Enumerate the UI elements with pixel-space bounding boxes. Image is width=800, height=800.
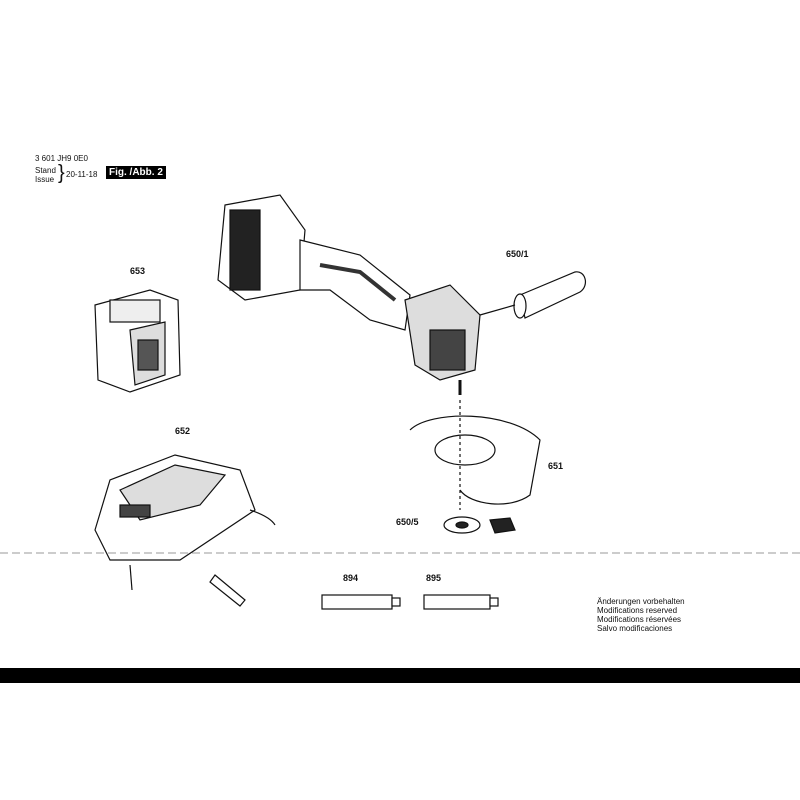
notice-fr: Modifications réservées	[597, 615, 682, 624]
issue-label: Issue	[35, 175, 55, 184]
figure-label: Fig. /Abb. 2	[106, 166, 166, 179]
notice-de: Änderungen vorbehalten	[597, 597, 685, 606]
label-650-1: 650/1	[506, 249, 529, 259]
issue-date: 20-11-18	[66, 170, 98, 179]
guard-651-drawing	[409, 400, 541, 510]
part-894-drawing	[321, 594, 401, 610]
charger-652-drawing	[94, 454, 276, 561]
notice-en: Modifications reserved	[597, 606, 678, 615]
bottom-black-bar	[0, 668, 800, 683]
brace: }	[58, 162, 65, 184]
battery-653-drawing	[94, 289, 181, 393]
label-652: 652	[175, 426, 191, 436]
label-651: 651	[548, 461, 564, 471]
label-650-5: 650/5	[396, 517, 419, 527]
angle-grinder-drawing	[217, 194, 481, 395]
part-number: 3 601 JH9 0E0	[35, 154, 88, 163]
side-handle-650-1-drawing	[479, 271, 587, 319]
notice-es: Salvo modificaciones	[597, 624, 673, 633]
label-895: 895	[426, 573, 442, 583]
spanner-drawing	[129, 564, 246, 607]
label-653: 653	[130, 266, 146, 276]
stand-label: Stand	[35, 166, 56, 175]
flange-650-5-drawing	[443, 516, 516, 534]
part-895-drawing	[423, 594, 499, 610]
label-894: 894	[343, 573, 359, 583]
